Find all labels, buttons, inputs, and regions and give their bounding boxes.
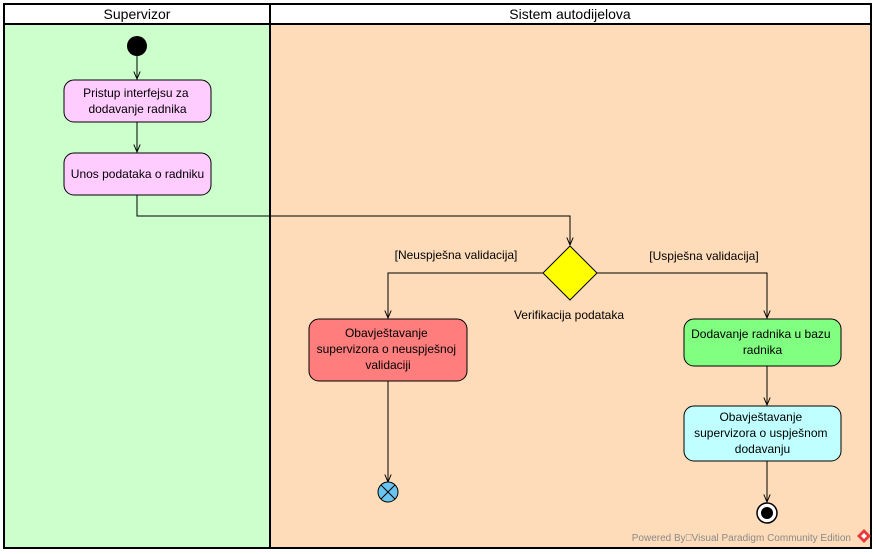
action-notify-failure-label: Obavještavanje supervizora o neuspješnoj… <box>317 326 460 372</box>
control-flows <box>137 56 767 502</box>
flow-decision-to-add <box>597 272 767 318</box>
action-input-data: Unos podataka o radniku <box>63 152 212 196</box>
visual-paradigm-logo-icon <box>857 529 871 543</box>
action-notify-success-label: Obavještavanje supervizora o uspješnom d… <box>694 410 831 456</box>
action-access-label: Pristup interfejsu za dodavanje radnika <box>83 86 192 116</box>
initial-node <box>127 36 147 56</box>
watermark-text: Powered By⎕Visual Paradigm Community Edi… <box>632 533 851 544</box>
action-access-interface: Pristup interfejsu za dodavanje radnika <box>63 79 212 123</box>
action-notify-success: Obavještavanje supervizora o uspješnom d… <box>683 405 842 462</box>
lane-title-system: Sistem autodijelova <box>509 6 631 22</box>
decision-label: Verifikacija podataka <box>514 308 624 322</box>
flow-final-node <box>377 481 399 503</box>
action-add-worker-label: Dodavanje radnika u bazu radnika <box>691 327 834 357</box>
flow-decision-to-fail <box>388 272 543 318</box>
lane-title-supervisor: Supervizor <box>104 6 171 22</box>
action-notify-failure: Obavještavanje supervizora o neuspješnoj… <box>308 318 468 382</box>
action-input-label: Unos podataka o radniku <box>71 167 204 181</box>
guard-success-label: [Uspješna validacija] <box>649 249 758 263</box>
decision-verification: Verifikacija podataka <box>514 245 624 322</box>
flow-input-to-decision <box>136 195 570 245</box>
activity-final-node <box>756 502 778 524</box>
action-add-worker: Dodavanje radnika u bazu radnika <box>683 318 842 367</box>
guard-fail-label: [Neuspješna validacija] <box>395 248 518 262</box>
